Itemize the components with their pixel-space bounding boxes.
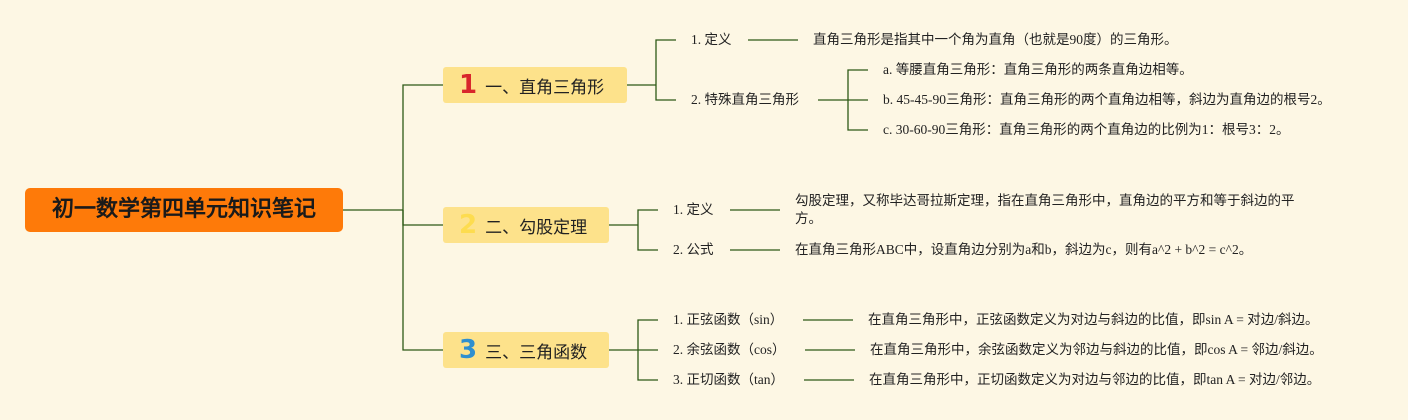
branch-node-2[interactable]: 2 二、勾股定理 [443,207,609,243]
branch-number-3: 3 [459,335,478,365]
connector-b2-i1 [637,209,658,225]
item-label[interactable]: 2. 公式 [673,242,714,257]
root-node[interactable]: 初一数学第四单元知识笔记 [25,188,343,232]
item-label[interactable]: 1. 正弦函数（sin） [673,312,784,327]
item-desc: 在直角三角形中，余弦函数定义为邻边与斜边的比值，即cos A = 邻边/斜边。 [870,342,1323,357]
branch-number-2: 2 [459,210,478,240]
branch-node-1[interactable]: 1 一、直角三角形 [443,67,627,103]
connector-b3-i1 [637,319,658,350]
connector-b1-i2-s3 [847,100,868,131]
item-desc: 在直角三角形中，正切函数定义为对边与邻边的比值，即tan A = 对边/邻边。 [869,372,1321,387]
connector-group [343,39,868,381]
connector-b1-i1 [655,39,676,85]
connector-b2-i2 [637,225,658,251]
sub-item: b. 45-45-90三角形：直角三角形的两个直角边相等，斜边为直角边的根号2。 [883,92,1331,107]
connector-root-b3 [402,210,443,351]
connector-root-b1 [402,84,443,210]
branch-number-1: 1 [459,70,478,100]
branch-label-2: 二、勾股定理 [485,217,588,238]
item-desc: 在直角三角形ABC中，设直角边分别为a和b，斜边为c，则有a^2 + b^2 =… [795,242,1253,257]
sub-item: c. 30-60-90三角形：直角三角形的两个直角边的比例为1：根号3：2。 [883,122,1290,137]
branch-label-3: 三、三角函数 [485,342,588,363]
connector-b1-i2 [655,85,676,101]
connector-root-b2 [402,210,443,226]
connector-b3-i3 [637,350,658,381]
item-desc: 直角三角形是指其中一个角为直角（也就是90度）的三角形。 [813,32,1178,47]
item-label[interactable]: 2. 特殊直角三角形 [691,92,799,107]
item-label[interactable]: 1. 定义 [691,32,732,47]
branch-label-1: 一、直角三角形 [485,77,605,98]
item-label[interactable]: 3. 正切函数（tan） [673,372,784,387]
branch-node-3[interactable]: 3 三、三角函数 [443,332,609,368]
item-label[interactable]: 1. 定义 [673,202,714,217]
connector-b1-i2-s1 [847,69,868,100]
item-desc: 勾股定理，又称毕达哥拉斯定理，指在直角三角形中，直角边的平方和等于斜边的平方。 [795,193,1295,226]
item-label[interactable]: 2. 余弦函数（cos） [673,342,786,357]
sub-item: a. 等腰直角三角形：直角三角形的两条直角边相等。 [883,62,1193,77]
item-desc: 在直角三角形中，正弦函数定义为对边与斜边的比值，即sin A = 对边/斜边。 [868,312,1319,327]
